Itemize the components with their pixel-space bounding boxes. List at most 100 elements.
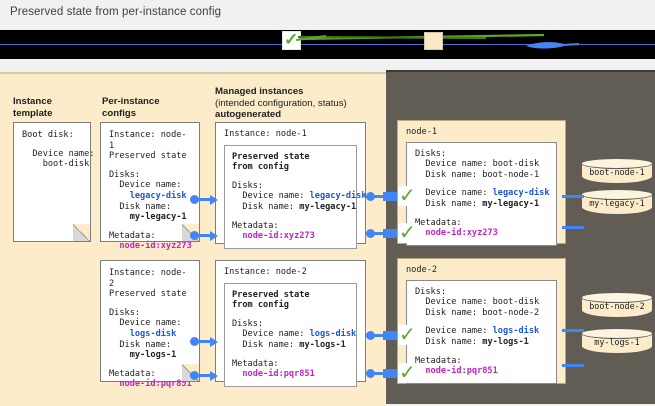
- checkmark-icon: ✓: [399, 360, 416, 384]
- checkmark-icon: ✓: [284, 30, 299, 49]
- node-extra-disk-line: Disk name: my-logs-1: [415, 337, 548, 348]
- column-heading-instance-template: Instance template: [13, 96, 52, 119]
- mi-device-prefix: Device name:: [232, 329, 310, 340]
- connector-arrowhead-icon: [210, 371, 218, 381]
- heading-line-1: Managed instances: [215, 86, 304, 97]
- connector-endpoint-square: [383, 192, 397, 201]
- connector-endpoint-square: [383, 331, 397, 340]
- config-metadata-value: node-id:pqr851: [109, 379, 192, 390]
- config-disks-label: Disks:: [109, 169, 141, 180]
- connector-line: [196, 198, 212, 201]
- config-disks-label: Disks:: [109, 307, 141, 318]
- heading-line-1: Per-instance: [102, 96, 160, 107]
- connector-dot: [190, 231, 199, 240]
- disk-cylinder-my-logs-1: my-logs-1: [581, 328, 653, 354]
- connector-line: [372, 232, 384, 235]
- per-instance-config-node-2: Instance: node-2 Preserved state Disks: …: [100, 260, 200, 389]
- node-title: node-2: [406, 265, 438, 275]
- config-instance-line: Instance: node-1: [109, 130, 187, 151]
- mi-disk-prefix: Disk name:: [232, 339, 300, 350]
- cylinder-top-ellipse: [581, 158, 653, 169]
- mi-disk-line: Disk name: my-legacy-1: [232, 201, 356, 213]
- checkmark-icon: ✓: [399, 183, 416, 207]
- node-inner-box: Disks: Device name: boot-disk Disk name:…: [406, 141, 557, 246]
- mi-disk-prefix: Disk name:: [232, 201, 300, 212]
- legend-check-swatch-icon: ✓: [282, 31, 301, 50]
- legend-beige-swatch-icon: [424, 32, 443, 50]
- cylinder-label: boot-node-1: [589, 167, 645, 177]
- mi-instance-line: Instance: node-1: [224, 129, 307, 139]
- page-title: Preserved state from per-instance config: [10, 6, 222, 18]
- column-heading-per-instance-configs: Per-instance configs: [102, 96, 160, 119]
- node-metadata-value: node-id:pqr851: [415, 366, 498, 377]
- node-extra-disk-line: Disk name: my-legacy-1: [415, 199, 548, 210]
- mi-metadata-value: node-id:pqr851: [232, 369, 315, 380]
- green-highlight-scribble-icon: [296, 33, 545, 41]
- config-disk-value: my-legacy-1: [109, 212, 187, 223]
- connector-arrowhead-icon: [210, 337, 218, 347]
- connector-line: [372, 195, 384, 198]
- mi-instance-line: Instance: node-2: [224, 267, 307, 277]
- connector-endpoint-square: [383, 369, 397, 378]
- managed-instance-node-1: Instance: node-1 Preserved state from co…: [215, 122, 367, 249]
- blue-highlight-scribble-icon: [526, 42, 579, 49]
- mi-preserved-state-inner: Preserved state from config Disks: Devic…: [224, 282, 357, 387]
- node-boot-device-line: Device name: boot-disk: [415, 159, 540, 170]
- node-metadata-value: node-id:xyz273: [415, 228, 498, 239]
- connector-dot: [366, 369, 375, 378]
- cylinder-top-ellipse: [581, 328, 653, 339]
- connector-line: [196, 340, 212, 343]
- mi-disk-value: my-legacy-1: [299, 201, 357, 212]
- connector-dot: [190, 337, 199, 346]
- spacer: [232, 311, 349, 319]
- disk-connector-line: [562, 195, 584, 198]
- node-boot-device-line: Device name: boot-disk: [415, 297, 540, 308]
- status-check-node-1-metadata: ✓: [398, 221, 418, 243]
- node-extra-device-value: legacy-disk: [492, 188, 550, 199]
- cylinder-top-ellipse: [581, 189, 653, 200]
- mi-metadata-label: Metadata:: [232, 220, 279, 231]
- per-instance-config-node-1: Instance: node-1 Preserved state Disks: …: [100, 122, 200, 251]
- connector-dot: [366, 192, 375, 201]
- status-check-node-2-metadata: ✓: [398, 360, 418, 384]
- node-inner-box: Disks: Device name: boot-disk Disk name:…: [406, 279, 557, 384]
- config-metadata-value: node-id:xyz273: [109, 241, 192, 252]
- spacer: [109, 300, 191, 308]
- node-extra-disk-value: my-legacy-1: [482, 198, 540, 209]
- node-extra-device-line: Device name: legacy-disk: [415, 188, 550, 199]
- spacer: [109, 361, 191, 369]
- spacer: [232, 213, 349, 221]
- status-check-node-1-disk: ✓: [398, 183, 418, 207]
- heading-line-1: Instance: [13, 96, 52, 107]
- connector-line: [196, 234, 212, 237]
- connector-line: [196, 374, 212, 377]
- connector-dot: [190, 195, 199, 204]
- connector-arrowhead-icon: [210, 231, 218, 241]
- spacer: [109, 223, 191, 231]
- right-panel-top-strip: [386, 70, 655, 72]
- node-extra-disk-value: my-logs-1: [482, 336, 529, 347]
- status-check-node-2-disk: ✓: [398, 323, 418, 345]
- node-extra-device-prefix: Device name:: [415, 326, 493, 337]
- mi-disks-label: Disks:: [232, 318, 264, 329]
- connector-dot: [190, 371, 199, 380]
- mi-disk-line: Disk name: my-logs-1: [232, 340, 349, 351]
- mi-device-prefix: Device name:: [232, 191, 310, 202]
- legend-divider-rule: [0, 44, 655, 45]
- cylinder-label: my-legacy-1: [589, 198, 645, 208]
- heading-line-2: (intended configuration, status): [215, 97, 347, 109]
- spacer: [415, 348, 548, 356]
- node-extra-device-value: logs-disk: [492, 326, 540, 337]
- config-preserved-line: Preserved state: [109, 289, 187, 300]
- disk-connector-line: [562, 226, 584, 229]
- node-disks-label: Disks:: [415, 286, 447, 297]
- config-device-value: legacy-disk: [109, 190, 187, 201]
- mi-preserved-title-2: from config: [232, 162, 289, 173]
- config-metadata-label: Metadata:: [109, 368, 156, 379]
- mi-disk-value: my-logs-1: [299, 339, 346, 350]
- instance-template-document: Boot disk: Device name: boot-disk: [13, 122, 95, 242]
- mi-metadata-value: node-id:xyz273: [232, 231, 315, 242]
- template-line-2: Device name:: [22, 148, 95, 159]
- heading-line-3: autogenerated: [215, 109, 282, 120]
